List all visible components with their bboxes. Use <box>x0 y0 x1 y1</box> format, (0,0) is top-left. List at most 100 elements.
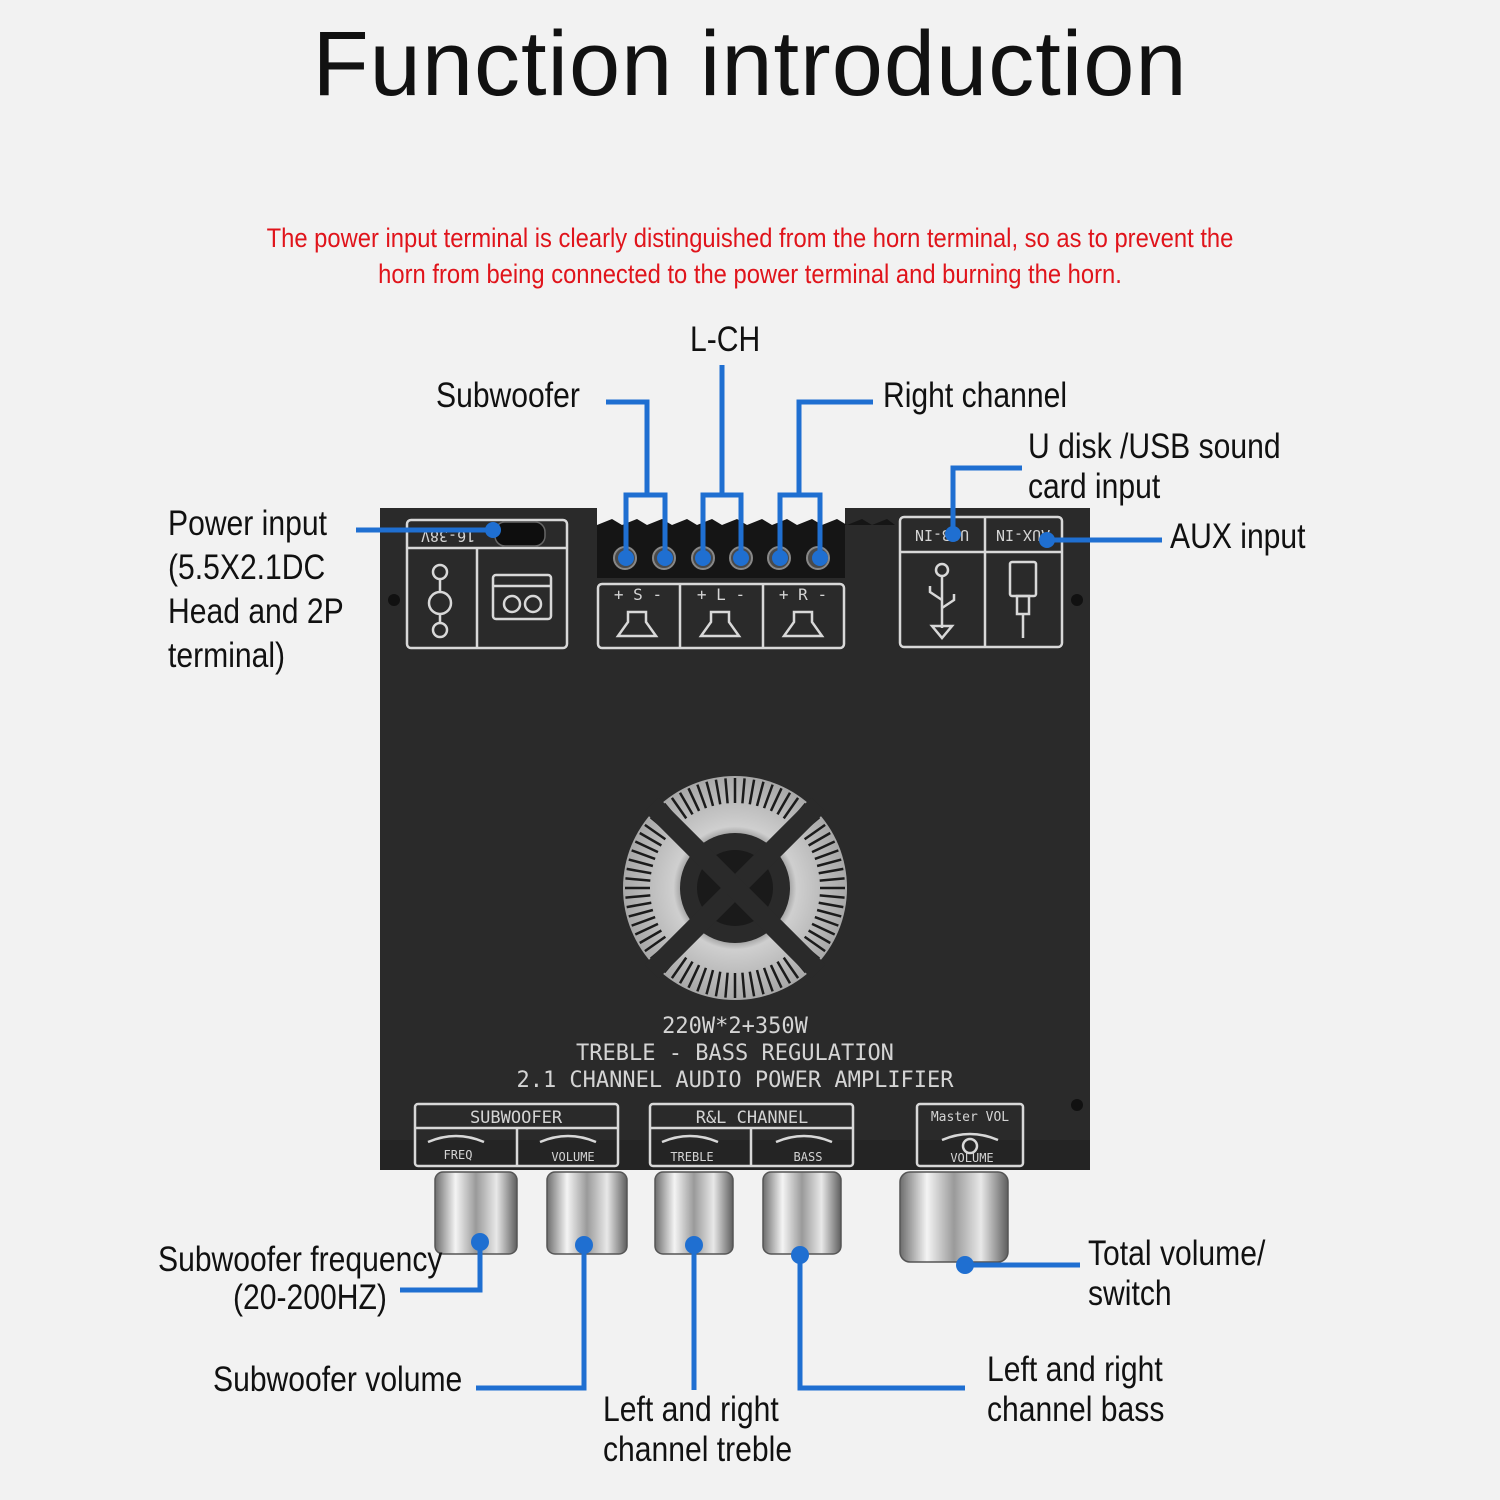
freq-knob-mark: FREQ <box>444 1148 473 1162</box>
heatsink-fin <box>776 792 792 816</box>
label-subwoofer-frequency: Subwoofer frequency <box>158 1240 443 1279</box>
knob-subwoofer-frequency[interactable] <box>434 1171 518 1255</box>
heatsink-fin <box>687 964 701 989</box>
speaker-silkscreen: + S - + L - + R - <box>596 582 846 650</box>
leader-lines <box>356 365 1162 1391</box>
bass-knob-mark: BASS <box>794 1150 823 1164</box>
label-total-volume-switch: Total volume/ switch <box>1088 1234 1266 1313</box>
label-lr-treble: Left and right channel treble <box>603 1390 793 1469</box>
heatsink-fin <box>678 960 694 984</box>
heatsink-fin <box>769 787 783 812</box>
heatsink-fin <box>705 781 715 807</box>
label-power-input: Power input (5.5X2.1DC Head and 2P termi… <box>168 504 344 675</box>
heatsink-fin <box>724 778 729 804</box>
heatsink-fin <box>628 858 654 868</box>
heatsink-fin <box>634 840 659 854</box>
heatsink-fin <box>782 956 800 979</box>
rl-panel-title: R&L CHANNEL <box>696 1108 809 1128</box>
dc-jack-icon <box>427 563 453 639</box>
heatsink-fin <box>762 784 774 809</box>
label-u-disk-input: U disk /USB sound card input <box>1028 427 1281 506</box>
knob-bass[interactable] <box>762 1171 842 1255</box>
heatsink-fin <box>724 972 729 998</box>
heatsink-fin <box>696 967 708 992</box>
heatsink-fin <box>818 867 844 875</box>
master-volume-panel: Master VOL VOLUME <box>915 1102 1025 1168</box>
speaker-icon <box>781 610 825 638</box>
heatsink-fin <box>670 956 688 979</box>
l-terminal-mark: + L - <box>697 585 745 604</box>
r-terminal-mark: + R - <box>779 585 827 604</box>
heatsink-fin <box>816 858 842 868</box>
heatsink-fin <box>628 908 654 918</box>
aux-in-tag: AUX-IN <box>996 526 1050 544</box>
heatsink-fin <box>776 960 792 984</box>
label-subwoofer-frequency-range: (20-200HZ) <box>233 1278 387 1317</box>
master-volume-knob-mark: VOLUME <box>950 1151 993 1165</box>
heatsink-fin <box>714 779 722 805</box>
heatsink-fin <box>644 823 667 841</box>
label-right-channel: Right channel <box>883 376 1068 415</box>
heatsink-fin <box>816 908 842 918</box>
heatsink-fin <box>782 797 800 820</box>
spec-regulation: TREBLE - BASS REGULATION <box>576 1041 894 1066</box>
spec-description: 2.1 CHANNEL AUDIO POWER AMPLIFIER <box>516 1068 954 1093</box>
heatsink-fin <box>639 929 663 945</box>
knob-master-volume[interactable] <box>899 1171 1009 1263</box>
heatsink-fin <box>755 781 765 807</box>
heatsink <box>623 776 847 1000</box>
terminal-2p-icon <box>491 573 553 621</box>
heatsink-fin <box>631 849 656 861</box>
sub-terminal-mark: + S - <box>614 585 662 604</box>
heatsink-fin <box>755 969 765 995</box>
heatsink-fin <box>811 922 836 936</box>
page-title: Function introduction <box>312 13 1188 115</box>
label-subwoofer-volume: Subwoofer volume <box>213 1360 463 1399</box>
heatsink-fin <box>811 840 836 854</box>
usb-icon <box>928 562 956 640</box>
master-panel-title: Master VOL <box>931 1110 1009 1125</box>
input-panel: USB-IN AUX-IN <box>898 515 1064 649</box>
heatsink-fin <box>807 831 831 847</box>
heatsink-fin <box>705 969 715 995</box>
treble-knob-mark: TREBLE <box>670 1150 713 1164</box>
knob-subwoofer-volume[interactable] <box>546 1171 628 1255</box>
heatsink-fin <box>741 972 746 998</box>
heatsink-fin <box>634 922 659 936</box>
heatsink-fin <box>626 867 652 875</box>
heatsink-fin <box>714 971 722 997</box>
heatsink-fin <box>803 935 826 953</box>
heatsink-fin <box>670 797 688 820</box>
speaker-icon <box>698 610 742 638</box>
heatsink-fin <box>819 894 845 899</box>
usb-in-tag: USB-IN <box>915 526 969 544</box>
heatsink-fin <box>748 971 756 997</box>
heatsink-fin <box>741 778 746 804</box>
subwoofer-panel: SUBWOOFER FREQ VOLUME <box>413 1102 620 1168</box>
heatsink-fin <box>626 901 652 909</box>
heatsink-fin <box>819 877 845 882</box>
power-rating: 220W*2+350W <box>662 1014 808 1039</box>
heatsink-fin <box>803 823 826 841</box>
heatsink-fin <box>814 849 839 861</box>
heatsink-fin <box>696 784 708 809</box>
subwoofer-panel-title: SUBWOOFER <box>470 1108 563 1128</box>
heatsink-fin <box>639 831 663 847</box>
heatsink-fin <box>769 964 783 989</box>
rl-channel-panel: R&L CHANNEL TREBLE BASS <box>648 1102 855 1168</box>
heatsink-fin <box>807 929 831 945</box>
spec-text: 220W*2+350W TREBLE - BASS REGULATION 2.1… <box>516 1014 954 1093</box>
heatsink-fin <box>625 894 651 899</box>
heatsink-fin <box>644 935 667 953</box>
heatsink-fin <box>762 967 774 992</box>
warning-note: The power input terminal is clearly dist… <box>266 223 1234 289</box>
heatsink-fin <box>625 877 651 882</box>
heatsink-fin <box>814 915 839 927</box>
mounting-holes <box>388 594 1083 1111</box>
heatsink-fin <box>631 915 656 927</box>
heatsink-fin <box>678 792 694 816</box>
heatsink-fin <box>818 901 844 909</box>
label-lr-bass: Left and right channel bass <box>987 1350 1165 1429</box>
heatsink-fin <box>748 779 756 805</box>
